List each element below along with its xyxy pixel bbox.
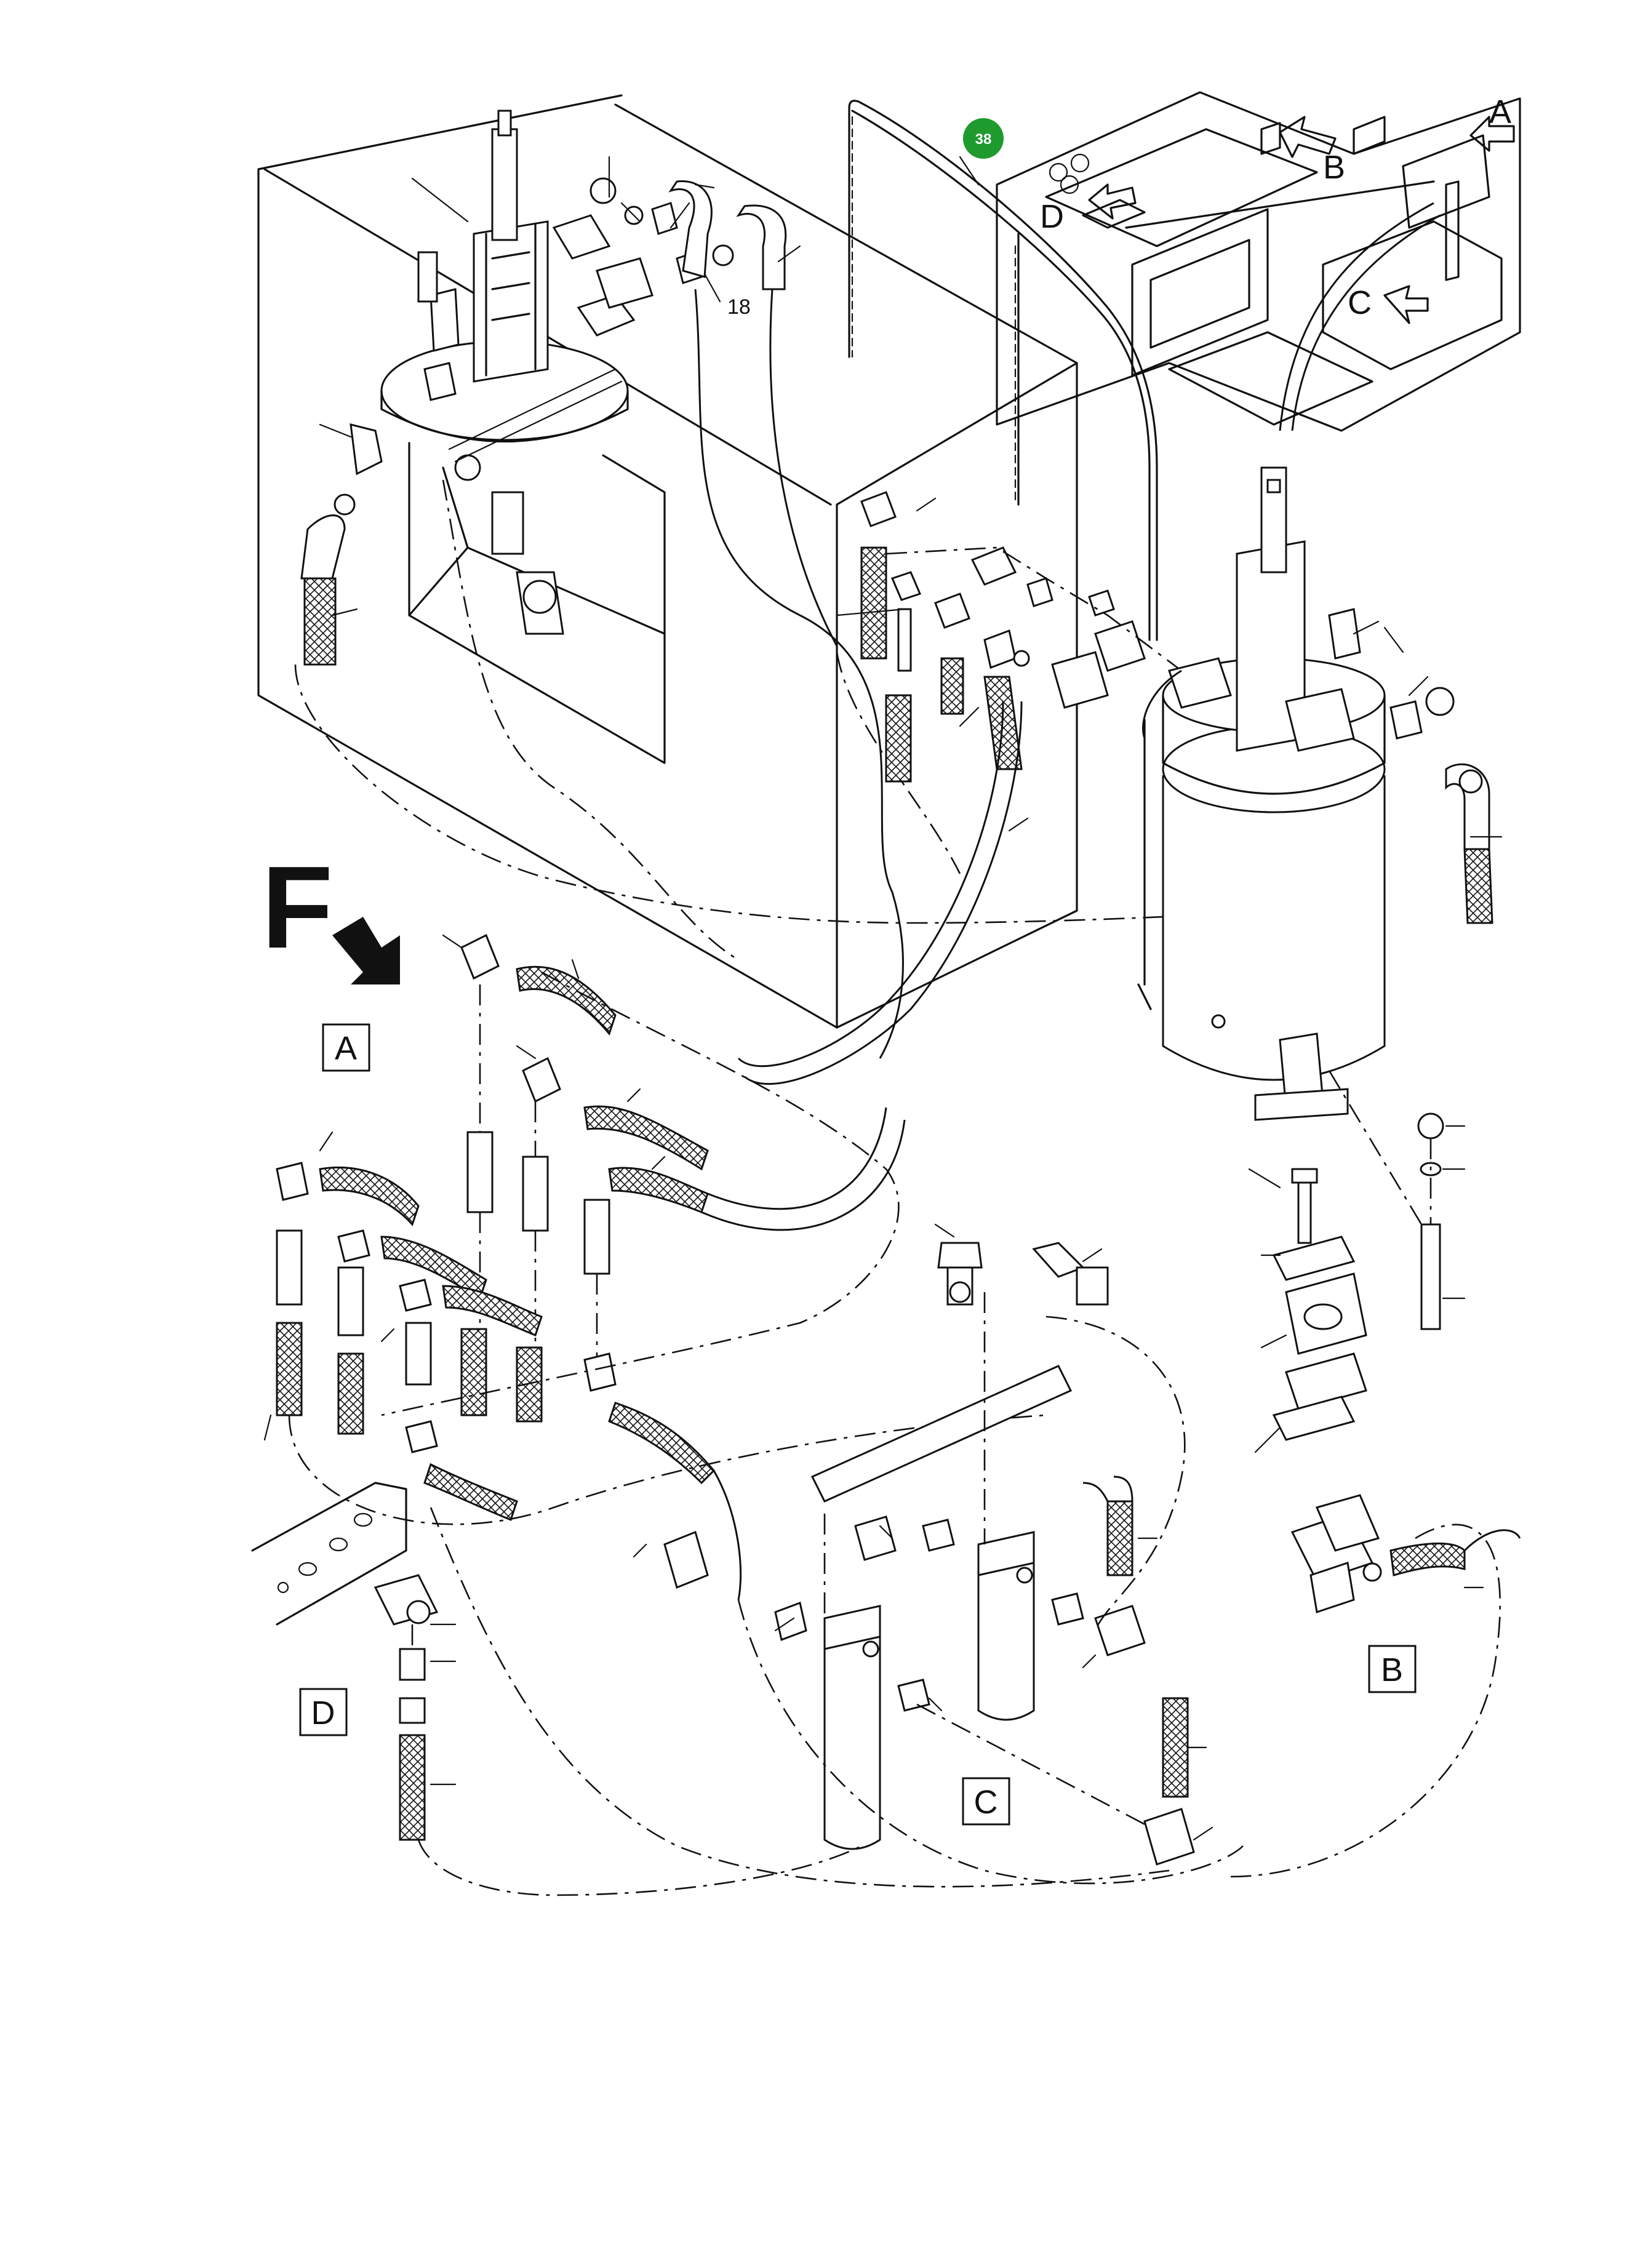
inset-label-a: A xyxy=(1489,94,1511,130)
inset-label-c: C xyxy=(1348,284,1372,321)
location-inset: A B C D xyxy=(996,91,1521,432)
detail-box-b-label: B xyxy=(1381,1651,1403,1688)
left-elbow-hose xyxy=(300,423,383,666)
solenoid-valve xyxy=(1230,1494,1521,1878)
right-tank xyxy=(1137,466,1503,1121)
inset-label-d: D xyxy=(1040,198,1064,235)
callout-38-number: 38 xyxy=(975,131,992,148)
tank-hoses xyxy=(294,289,1293,1059)
detail-d-assembly xyxy=(251,1482,862,1896)
detail-box-d-label: D xyxy=(311,1695,335,1731)
clamp-assembly xyxy=(1248,1070,1466,1453)
left-tank-top-assembly: 18 xyxy=(380,110,801,635)
tank-box xyxy=(257,94,1078,1029)
fitting-cluster xyxy=(737,491,1182,1085)
filter-assembly xyxy=(430,1223,1244,1888)
part-number-18: 18 xyxy=(727,295,751,319)
detail-box-a-label: A xyxy=(335,1030,357,1067)
center-hose-assemblies xyxy=(263,933,1047,1600)
detail-box-a: A xyxy=(322,1023,370,1072)
handrail xyxy=(848,100,1158,641)
callout-38[interactable]: 38 xyxy=(959,118,1004,186)
detail-box-c-label: C xyxy=(974,1784,998,1821)
detail-box-d: D xyxy=(299,1688,348,1736)
direction-indicator-f: F xyxy=(262,842,400,984)
inset-label-b: B xyxy=(1323,149,1345,186)
detail-box-c: C xyxy=(962,1777,1010,1826)
callout-38-circle xyxy=(963,118,1004,159)
detail-box-b: B xyxy=(1368,1645,1417,1693)
direction-letter: F xyxy=(262,842,333,973)
